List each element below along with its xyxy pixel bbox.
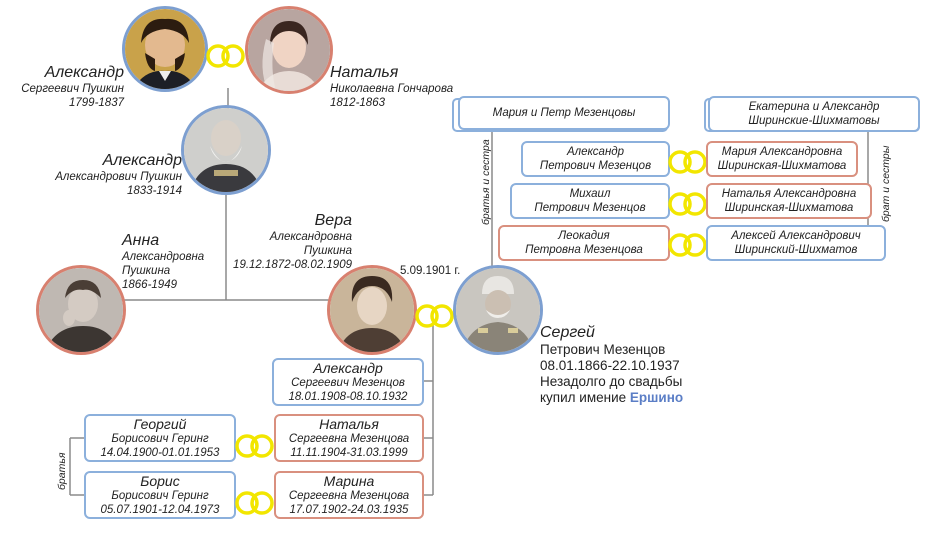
estate-link[interactable]: Ершино [629,390,684,405]
person-surname: Пушкина [303,245,352,257]
box-sibling-alexey-shirinsky: Алексей Александрович Ширинский-Шихматов [706,225,886,261]
person-patronymic: Петрович Мезенцов [540,342,666,357]
person-name: Александр [44,64,124,81]
box-line2: Петрович Мезенцов [539,160,652,172]
person-name: Александр [102,152,182,169]
person-name: Анна [122,232,160,249]
person-patronymic: Александровна [269,231,352,243]
person-patronymic: Сергеевич Пушкин [21,83,124,95]
person-patronymic: Александровна [122,251,205,263]
box-line2: Петровна Мезенцова [525,244,643,256]
box-patronymic: Борисович Геринг [111,433,209,445]
person-name: Вера [314,212,352,229]
wedding-rings-icon [415,304,454,328]
box-line1: Михаил [569,188,611,200]
box-sibling-mikhail-mezentsov: Михаил Петрович Мезенцов [510,183,670,219]
box-sibling-natalya-shirinskaya: Наталья Александровна Ширинская-Шихматов… [706,183,872,219]
person-anna: Анна Александровна Пушкина 1866-1949 [122,232,232,292]
person-sergey: Сергей Петрович Мезенцов 08.01.1866-22.1… [540,324,740,406]
person-alexander-sr: Александр Сергеевич Пушкин 1799-1837 [12,64,124,110]
person-patronymic: Николаевна Гончарова [330,83,454,95]
note-text: купил имение [540,390,627,405]
portrait-alexander-alexandrovich [181,105,271,195]
box-line1: Мария Александровна [721,146,843,158]
wedding-rings-icon [668,192,707,216]
wedding-date: 5.09.1901 г. [400,265,461,277]
brothers-label: братья [56,452,68,490]
box-years: 11.11.1904-31.03.1999 [290,447,408,459]
box-name: Борис [140,473,180,489]
person-years: 08.01.1866-22.10.1937 [540,358,680,373]
person-patronymic: Александрович Пушкин [55,171,182,183]
wedding-rings-icon [235,434,274,458]
portrait-alexander-pushkin [122,6,208,92]
box-text: Мария и Петр Мезенцовы [492,107,636,119]
box-sibling-alexander-mezentsov: Александр Петрович Мезенцов [521,141,670,177]
person-name: Наталья [330,64,399,81]
person-natalya-goncharova: Наталья Николаевна Гончарова 1812-1863 [330,64,470,110]
box-line1: Алексей Александрович [731,230,861,242]
person-years: 19.12.1872-08.02.1909 [233,259,352,271]
box-patronymic: Сергеевна Мезенцова [288,433,410,445]
box-years: 05.07.1901-12.04.1973 [100,504,220,516]
wedding-rings-icon [668,150,707,174]
portrait-anna [36,265,126,355]
person-years: 1866-1949 [122,279,177,291]
box-years: 17.07.1902-24.03.1935 [289,504,409,516]
box-line1: Леокадия [558,230,610,242]
person-note: Незадолго до свадьбы [540,374,683,389]
box-name: Наталья [319,416,379,432]
box-line2: Ширинский-Шихматов [734,244,858,256]
box-line1: Наталья Александровна [721,188,857,200]
box-child-alexander-mezentsov: Александр Сергеевич Мезенцов 18.01.1908-… [272,358,424,406]
person-alexander-jr: Александр Александрович Пушкин 1833-1914 [40,152,182,198]
box-child-marina-mezentsova: Марина Сергеевна Мезенцова 17.07.1902-24… [274,471,424,519]
box-sibling-leokadiya-mezentsova: Леокадия Петровна Мезенцова [498,225,670,261]
box-years: 14.04.1900-01.01.1953 [100,447,220,459]
box-line1: Александр [566,146,625,158]
portrait-sergey-mezentsov [453,265,543,355]
box-line2: Ширинская-Шихматова [717,160,847,172]
portrait-natalya-goncharova [245,6,333,94]
box-line1: Екатерина и Александр [748,101,880,113]
person-note-estate: купил имение Ершино [540,390,740,406]
box-patronymic: Сергеевич Мезенцов [291,377,405,389]
box-line2: Петрович Мезенцов [534,202,646,214]
box-patronymic: Борисович Геринг [111,490,209,502]
person-years: 1833-1914 [127,185,182,197]
siblings-label-mezentsov: братья и сестра [480,139,492,225]
wedding-rings-icon [235,491,274,515]
box-sibling-maria-shirinskaya: Мария Александровна Ширинская-Шихматова [706,141,858,177]
box-mezentsov-parents: Мария и Петр Мезенцовы [458,96,670,130]
box-line2: Ширинские-Шихматовы [748,115,880,127]
person-years: 1812-1863 [330,97,385,109]
portrait-vera [327,265,417,355]
siblings-label-shirinsky: брат и сестры [880,145,892,222]
box-child-natalya-mezentsova: Наталья Сергеевна Мезенцова 11.11.1904-3… [274,414,424,462]
person-name: Сергей [540,324,595,341]
box-line2: Ширинская-Шихматова [724,202,854,214]
box-name: Георгий [133,416,187,432]
box-patronymic: Сергеевна Мезенцова [288,490,410,502]
person-years: 1799-1837 [69,97,124,109]
box-spouse-boris-gering: Борис Борисович Геринг 05.07.1901-12.04.… [84,471,236,519]
box-years: 18.01.1908-08.10.1932 [288,391,408,403]
person-surname: Пушкина [122,265,171,277]
box-shirinsky-parents: Екатерина и Александр Ширинские-Шихматов… [708,96,920,132]
box-name: Александр [313,360,383,376]
box-name: Марина [323,473,375,489]
person-vera: Вера Александровна Пушкина 19.12.1872-08… [222,212,352,272]
box-spouse-georgy-gering: Георгий Борисович Геринг 14.04.1900-01.0… [84,414,236,462]
wedding-rings-icon [668,233,707,257]
wedding-rings-icon [206,44,245,68]
